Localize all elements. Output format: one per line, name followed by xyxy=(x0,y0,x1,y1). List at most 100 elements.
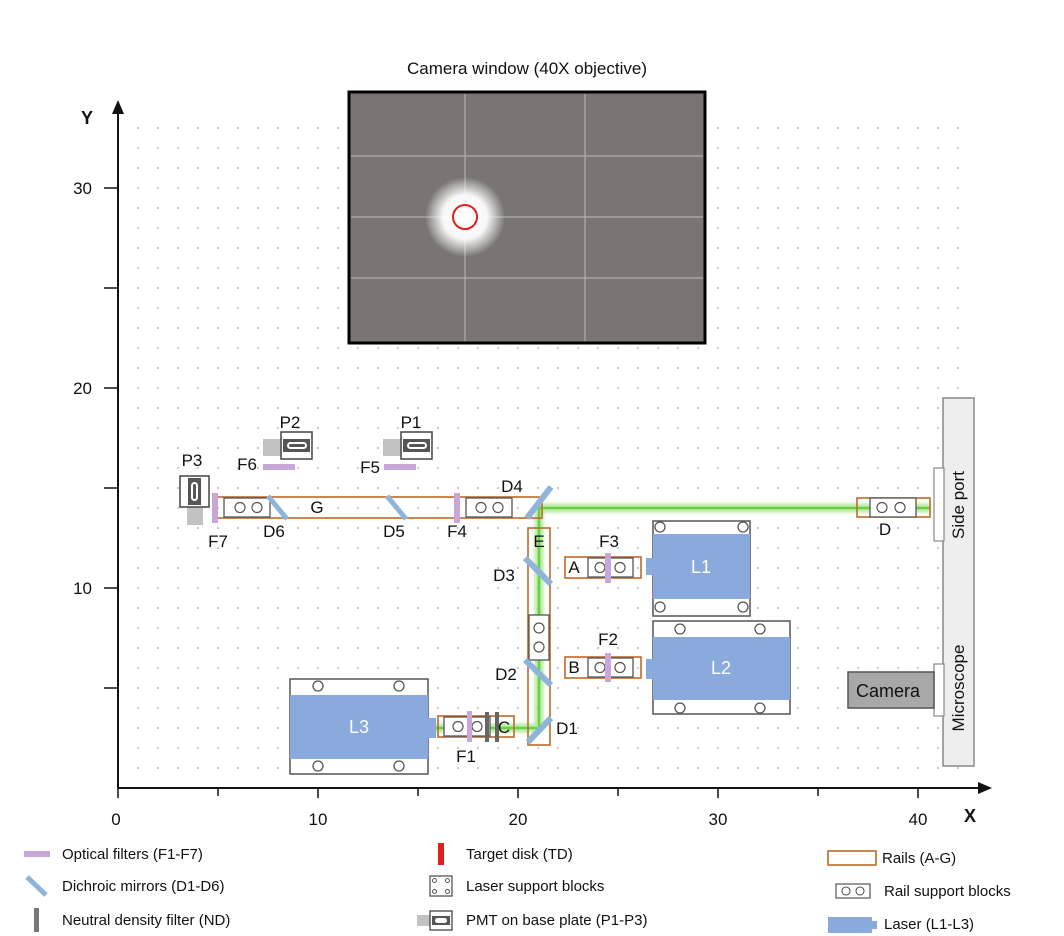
pmt-swatch-icon xyxy=(417,910,453,931)
dichroic-d2 xyxy=(522,657,554,688)
x-axis-label: X xyxy=(964,806,976,826)
filter-f4 xyxy=(454,493,460,523)
dichroic-d4 xyxy=(524,485,554,520)
side-port-label: Side port xyxy=(949,471,968,539)
laser-l3: L3 xyxy=(289,678,436,775)
camera-block: Camera xyxy=(847,671,935,709)
legend-label: Neutral density filter (ND) xyxy=(62,911,231,929)
label-f5: F5 xyxy=(360,458,380,477)
rail-a xyxy=(564,556,642,579)
filter-swatch-icon xyxy=(24,851,50,857)
filter-f6 xyxy=(263,464,295,470)
legend-label: Laser support blocks xyxy=(466,877,605,895)
rail-c xyxy=(437,715,515,738)
legend-laser-support: Laser support blocks xyxy=(426,874,604,898)
filter-f5 xyxy=(384,464,416,470)
legend-target-disk: Target disk (TD) xyxy=(426,842,573,866)
pmt-p1 xyxy=(383,431,433,460)
laser-l1-label: L1 xyxy=(691,557,711,577)
dichroic-swatch-icon xyxy=(25,875,48,897)
camera-label: Camera xyxy=(856,681,921,701)
label-d5: D5 xyxy=(383,522,405,541)
legend-label: Target disk (TD) xyxy=(466,845,573,863)
x-tick-label: 40 xyxy=(909,810,928,829)
y-tick-label: 10 xyxy=(73,579,92,598)
rail-support-swatch-icon xyxy=(835,883,871,899)
x-tick-label: 20 xyxy=(509,810,528,829)
filter-f2 xyxy=(605,653,611,682)
label-l-p3: P3 xyxy=(182,451,203,470)
y-tick-label: 20 xyxy=(73,379,92,398)
x-tick-label: 0 xyxy=(111,810,120,829)
laser-support-swatch-icon xyxy=(429,875,453,897)
rail-support-block xyxy=(465,497,513,518)
filter-f1 xyxy=(467,711,472,742)
label-g: G xyxy=(310,498,323,517)
legend-label: Dichroic mirrors (D1-D6) xyxy=(62,877,225,895)
label-e: E xyxy=(533,532,544,551)
microscope-label: Microscope xyxy=(949,645,968,732)
pmt-p3 xyxy=(179,475,210,525)
microscope-body: Side port Microscope xyxy=(933,397,975,767)
label-a: A xyxy=(568,558,580,577)
target-disk-marker xyxy=(452,204,478,230)
filter-f7 xyxy=(212,493,218,523)
legend-rail-support: Rail support blocks xyxy=(834,879,1011,903)
pmt-p2 xyxy=(263,431,313,460)
dichroic-d1 xyxy=(525,715,554,745)
legend-label: Laser (L1-L3) xyxy=(884,915,975,933)
label-f7: F7 xyxy=(208,532,228,551)
label-f1: F1 xyxy=(456,747,476,766)
rail-swatch-icon xyxy=(827,850,877,866)
legend-rails: Rails (A-G) xyxy=(826,846,956,870)
label-f4: F4 xyxy=(447,522,467,541)
rail-support-block xyxy=(528,614,550,661)
label-f3: F3 xyxy=(599,532,619,551)
x-tick-label: 30 xyxy=(709,810,728,829)
y-axis-label: Y xyxy=(81,108,93,128)
legend-label: PMT on base plate (P1-P3) xyxy=(466,911,648,929)
dichroic-d3 xyxy=(522,555,554,587)
laser-l2-label: L2 xyxy=(711,658,731,678)
legend-label: Rails (A-G) xyxy=(882,849,957,867)
label-d2: D2 xyxy=(495,665,517,684)
label-f6: F6 xyxy=(237,455,257,474)
nd-filter-swatch-icon xyxy=(34,908,39,932)
dichroic-d5 xyxy=(385,494,408,521)
rail-e xyxy=(527,527,551,746)
label-l-p2: P2 xyxy=(280,413,301,432)
x-axis xyxy=(117,782,992,798)
y-axis xyxy=(104,100,124,788)
laser-spot xyxy=(425,177,505,257)
label-l-p1: P1 xyxy=(401,413,422,432)
legend-laser: Laser (L1-L3) xyxy=(826,912,974,936)
laser-l3-label: L3 xyxy=(349,717,369,737)
legend-nd-filter: Neutral density filter (ND) xyxy=(22,908,230,932)
legend-label: Rail support blocks xyxy=(884,882,1011,900)
dichroic-d6 xyxy=(266,494,289,521)
legend-optical-filters: Optical filters (F1-F7) xyxy=(22,842,203,866)
laser-l1: L1 xyxy=(646,520,751,617)
label-d4: D4 xyxy=(501,477,523,496)
legend-label: Optical filters (F1-F7) xyxy=(62,845,203,863)
label-d1: D1 xyxy=(556,719,578,738)
label-b: B xyxy=(568,658,579,677)
laser-swatch-icon xyxy=(828,917,877,933)
label-c: C xyxy=(498,718,510,737)
rail-b xyxy=(564,656,642,679)
legend-pmt: PMT on base plate (P1-P3) xyxy=(416,908,647,932)
legend-dichroic-mirrors: Dichroic mirrors (D1-D6) xyxy=(22,874,225,898)
camera-window xyxy=(347,90,707,345)
label-d3: D3 xyxy=(493,566,515,585)
label-d: D xyxy=(879,520,891,539)
nd-filter xyxy=(495,712,499,742)
filter-f3 xyxy=(605,553,611,583)
rail-support-block xyxy=(869,497,917,518)
rail-support-block xyxy=(223,497,271,518)
camera-window-title: Camera window (40X objective) xyxy=(407,59,647,78)
laser-l2: L2 xyxy=(646,620,791,715)
label-d6: D6 xyxy=(263,522,285,541)
y-tick-label: 30 xyxy=(73,179,92,198)
target-disk-swatch-icon xyxy=(438,843,444,865)
